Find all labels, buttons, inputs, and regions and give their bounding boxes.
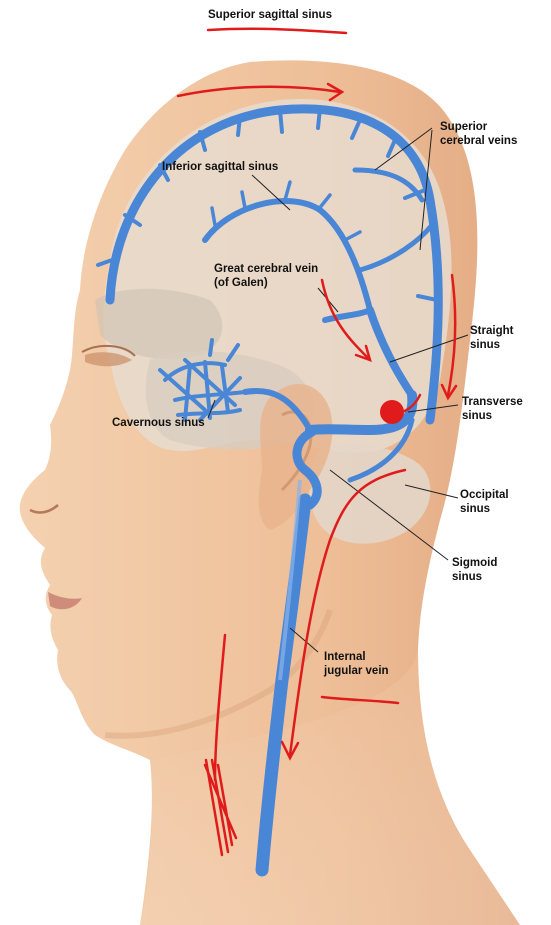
label-cavernous-sinus: Cavernous sinus: [112, 416, 205, 430]
label-superior-cerebral-veins: Superior cerebral veins: [440, 120, 517, 148]
title-underline: [208, 29, 346, 33]
label-transverse-sinus-line1: Transverse: [462, 395, 523, 409]
label-great-cerebral-vein: Great cerebral vein (of Galen): [214, 262, 318, 290]
label-sigmoid-sinus: Sigmoid sinus: [452, 556, 497, 584]
label-internal-jugular-vein-line2: jugular vein: [324, 664, 389, 678]
label-transverse-sinus-line2: sinus: [462, 409, 523, 423]
label-occipital-sinus-line1: Occipital: [460, 488, 509, 502]
label-superior-cerebral-veins-line2: cerebral veins: [440, 134, 517, 148]
label-transverse-sinus: Transverse sinus: [462, 395, 523, 423]
label-sigmoid-sinus-line1: Sigmoid: [452, 556, 497, 570]
label-great-cerebral-vein-line1: Great cerebral vein: [214, 262, 318, 276]
label-superior-cerebral-veins-line1: Superior: [440, 120, 517, 134]
label-superior-sagittal-sinus: Superior sagittal sinus: [208, 8, 332, 22]
label-straight-sinus-line1: Straight: [470, 324, 513, 338]
label-internal-jugular-vein-line1: Internal: [324, 650, 389, 664]
label-straight-sinus: Straight sinus: [470, 324, 513, 352]
label-occipital-sinus-line2: sinus: [460, 502, 509, 516]
label-sigmoid-sinus-line2: sinus: [452, 570, 497, 584]
label-inferior-sagittal-sinus: Inferior sagittal sinus: [162, 160, 278, 174]
label-straight-sinus-line2: sinus: [470, 338, 513, 352]
confluence-marker: [380, 400, 404, 424]
label-great-cerebral-vein-line2: (of Galen): [214, 276, 318, 290]
label-internal-jugular-vein: Internal jugular vein: [324, 650, 389, 678]
label-occipital-sinus: Occipital sinus: [460, 488, 509, 516]
